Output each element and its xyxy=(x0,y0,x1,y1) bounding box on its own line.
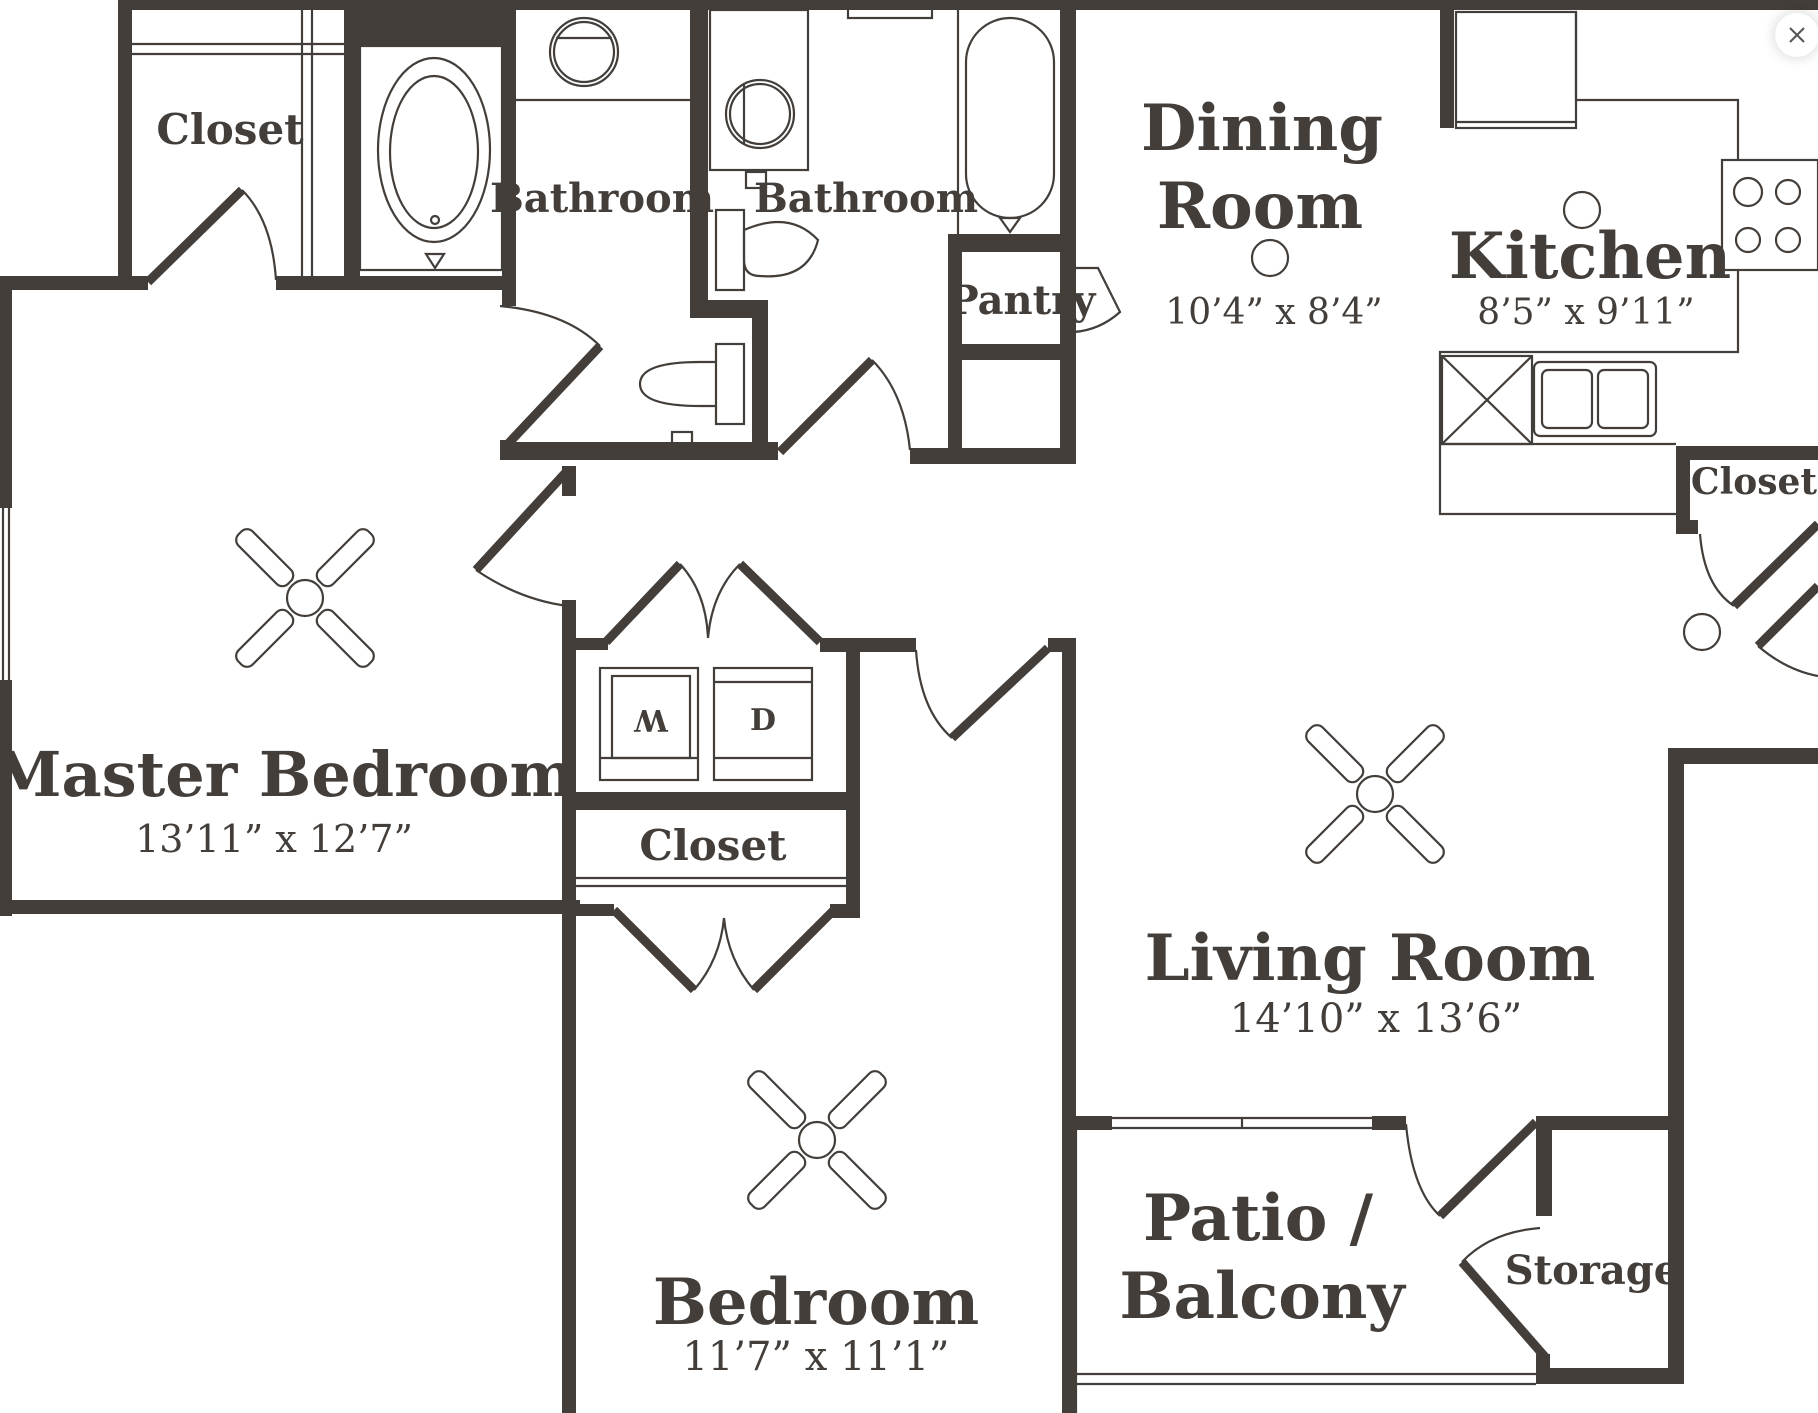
ceiling-fan-master-bedroom xyxy=(235,528,375,668)
bedroom-dimensions: 11’7” x 11’1” xyxy=(682,1334,949,1380)
master-bedroom-dimensions: 13’11” x 12’7” xyxy=(135,817,413,861)
dining-label-line1: Dining xyxy=(1141,91,1383,166)
bedroom-closet-label: Closet xyxy=(639,821,787,870)
ceiling-fan-bedroom xyxy=(747,1070,887,1210)
washer-label: W xyxy=(633,702,669,737)
close-button[interactable] xyxy=(1775,13,1818,57)
room-labels: Closet Bathroom Bathroom Pantry Dining R… xyxy=(0,91,1817,1380)
master-bedroom-label: Master Bedroom xyxy=(0,738,575,811)
fixtures xyxy=(132,2,1818,1413)
close-icon xyxy=(1789,27,1805,43)
patio-label-line2: Balcony xyxy=(1119,1259,1406,1334)
doors xyxy=(144,186,1818,1361)
hall-bath-label: Bathroom xyxy=(754,175,978,222)
master-closet-label: Closet xyxy=(156,105,304,154)
kitchen-closet-label: Closet xyxy=(1691,461,1818,503)
living-room-dimensions: 14’10” x 13’6” xyxy=(1230,996,1522,1042)
kitchen-dimensions: 8’5” x 9’11” xyxy=(1477,292,1694,333)
patio-label-line1: Patio / xyxy=(1143,1181,1374,1256)
master-bath-label: Bathroom xyxy=(490,175,714,222)
bedroom-label: Bedroom xyxy=(653,1265,979,1340)
dining-dimensions: 10’4” x 8’4” xyxy=(1165,292,1382,333)
storage-label: Storage xyxy=(1505,1247,1679,1294)
kitchen-label: Kitchen xyxy=(1449,219,1731,294)
dining-label-line2: Room xyxy=(1157,169,1363,244)
living-room-label: Living Room xyxy=(1145,921,1596,996)
pantry-label: Pantry xyxy=(949,277,1098,324)
ceiling-fan-living-room xyxy=(1305,724,1445,864)
dryer-label: D xyxy=(750,703,776,738)
